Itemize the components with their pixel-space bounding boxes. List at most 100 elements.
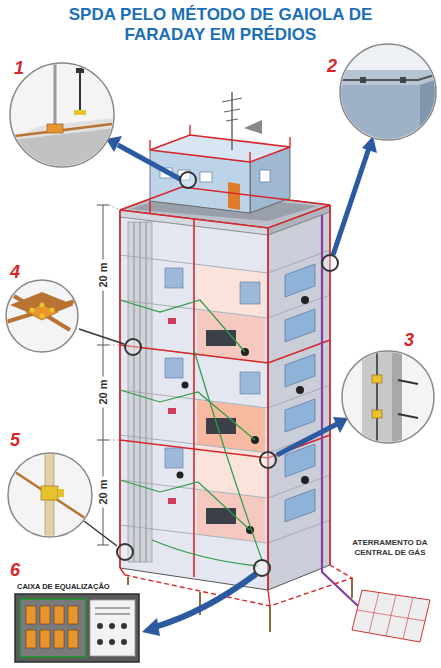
penthouse (189, 125, 190, 135)
detail-circle (400, 77, 406, 83)
magnifier (180, 172, 196, 188)
detail-circle (54, 62, 57, 132)
detail-circle (372, 375, 382, 383)
bonding-wires (120, 300, 262, 566)
callout-number: 1 (14, 58, 24, 78)
callout-number: 5 (10, 430, 20, 450)
equalization-box (15, 594, 139, 662)
detail-circle (12, 452, 88, 542)
dimension-label: 20 m (96, 376, 111, 407)
down-conductors (120, 340, 330, 363)
detail-circle (335, 44, 440, 145)
callout-number: 2 (327, 56, 337, 76)
solar-panel (352, 590, 430, 642)
ground-ring (127, 577, 129, 585)
detail-circle (335, 70, 440, 85)
detail-circle (362, 350, 392, 445)
penthouse (149, 140, 150, 150)
detail-circle (40, 314, 45, 319)
page-title: SPDA PELO MÉTODO DE GAIOLA DE FARADAY EM… (0, 5, 441, 45)
callout-arrows (79, 136, 377, 636)
equalization-box (54, 606, 64, 624)
detail-circle (6, 280, 78, 352)
equalization-box (97, 623, 127, 645)
callout-arrows (79, 329, 124, 344)
magnifier (117, 544, 133, 560)
building (120, 250, 330, 543)
detail-circle (47, 124, 63, 133)
building (285, 489, 315, 522)
callout-number: 3 (404, 330, 414, 350)
box-caption: CAIXA DE EQUALIZAÇÃO (17, 582, 110, 591)
detail-circle (8, 452, 92, 542)
dimension-line (109, 205, 120, 210)
penthouse (224, 109, 240, 112)
dimension-line (97, 545, 109, 546)
penthouse (249, 152, 250, 162)
equalization-box (68, 606, 78, 624)
magnifier (254, 560, 270, 576)
detail-circle (40, 303, 45, 308)
building (168, 318, 176, 504)
solar-panel (352, 590, 430, 642)
building (165, 268, 260, 468)
building (146, 222, 147, 562)
callout-arrows (84, 521, 117, 546)
building (128, 222, 152, 562)
building (285, 309, 315, 342)
callout-arrows (118, 145, 180, 179)
equalization-box (20, 599, 86, 657)
detail-circle (30, 308, 35, 313)
building (168, 498, 176, 504)
down-conductors (267, 228, 269, 590)
ground-ring (269, 606, 271, 632)
detail-circle (362, 344, 418, 445)
equalization-box (26, 630, 36, 648)
building (206, 330, 236, 346)
bonding-wires (194, 350, 262, 560)
magnifier (117, 172, 338, 576)
building (301, 476, 309, 484)
penthouse (260, 170, 270, 182)
ground-ring (120, 568, 125, 575)
detail-circle (15, 124, 112, 136)
roof (268, 205, 330, 235)
building (165, 358, 183, 378)
equalization-box (97, 623, 103, 629)
penthouse (222, 98, 242, 102)
solar-panel (357, 592, 425, 639)
equalization-box (68, 630, 78, 648)
equalization-box (95, 608, 130, 609)
down-conductors (193, 219, 195, 577)
magnifier (125, 339, 141, 355)
equalization-box (95, 608, 130, 614)
dimension-line (97, 205, 109, 206)
building (120, 210, 268, 590)
building (301, 296, 309, 304)
building (296, 386, 304, 394)
building (197, 490, 265, 542)
detail-circle (398, 414, 418, 418)
building (240, 282, 260, 304)
equalization-box (26, 606, 78, 648)
building (182, 382, 189, 389)
building (165, 268, 183, 288)
building (168, 318, 176, 324)
magnifier (260, 452, 276, 468)
building (285, 264, 315, 522)
detail-circle (6, 292, 78, 340)
detail-circle (41, 486, 58, 500)
equalization-box (40, 630, 50, 648)
equalization-box (26, 606, 36, 624)
bonding-wires (120, 390, 255, 440)
detail-circle (376, 350, 378, 445)
building (177, 296, 310, 534)
dimension-label: 20 m (96, 476, 111, 507)
equalization-box (15, 594, 139, 662)
penthouse (244, 120, 262, 134)
building (197, 400, 265, 452)
penthouse (150, 135, 290, 162)
equalization-box (109, 623, 115, 629)
callout-number: 6 (10, 560, 20, 580)
building (165, 448, 183, 468)
